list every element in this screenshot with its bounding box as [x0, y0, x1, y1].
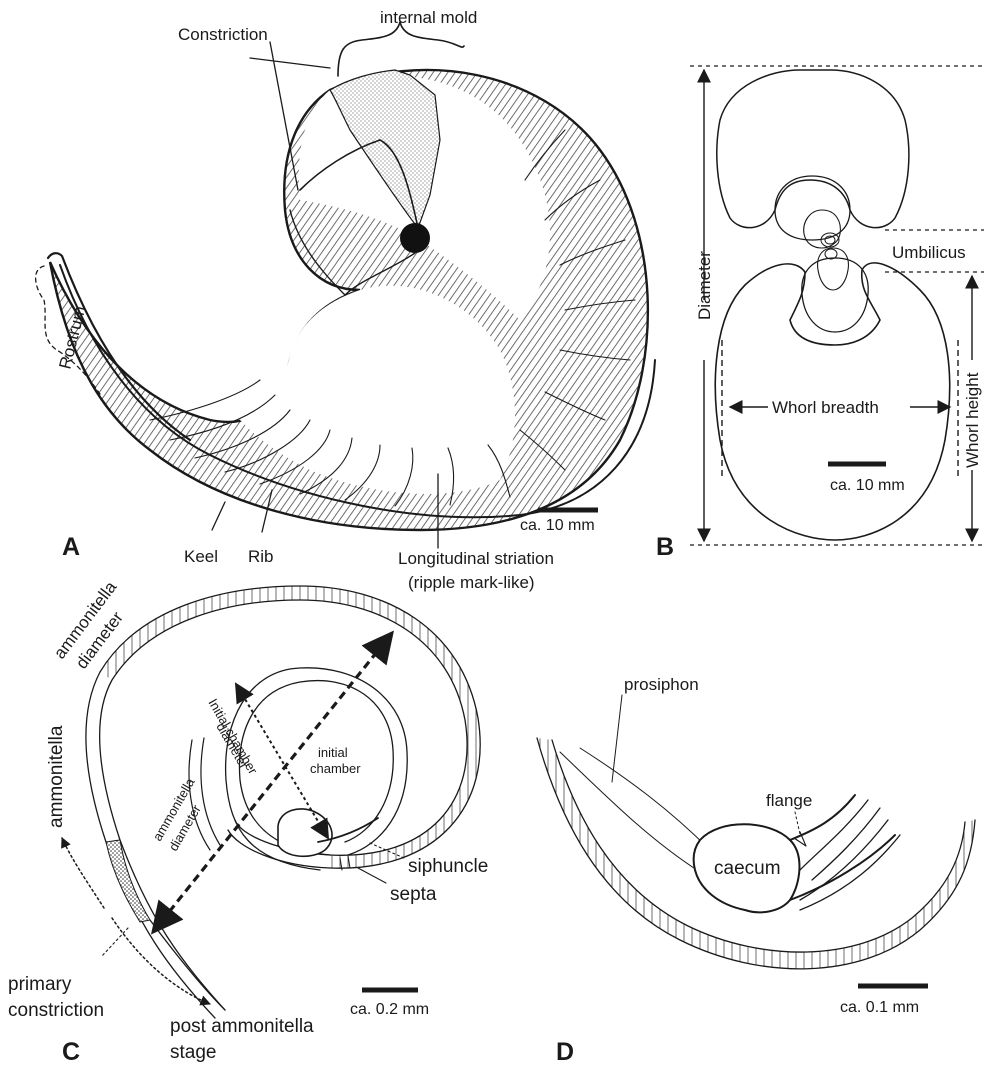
label-prosiphon: prosiphon [624, 675, 699, 694]
lower-inner-section [802, 258, 868, 332]
label-constriction: constriction [8, 1000, 104, 1021]
label-keel: Keel [184, 547, 218, 566]
ammonitella-curved-arrow [62, 838, 104, 908]
panel-letter-c: C [62, 1038, 80, 1066]
prosiphon-leader [612, 695, 622, 782]
upper-arc-2 [812, 808, 880, 880]
label-primary: primary [8, 974, 72, 995]
panel-c-ammonitella: ammonitella diameter ammonitella Initial… [8, 577, 488, 1066]
ammonitella-outer-wall-inner [86, 586, 480, 1018]
label-stage: stage [170, 1042, 216, 1063]
inner-arc-left [189, 740, 210, 850]
keel-leader [212, 502, 225, 530]
constriction-leader-c [102, 928, 128, 956]
label-rib: Rib [248, 547, 274, 566]
label-caecum: caecum [714, 858, 781, 879]
label-flange: flange [766, 791, 812, 810]
post-stage-curved-arrow [112, 918, 210, 1004]
label-ammonitella: ammonitella [46, 725, 67, 828]
label-scale-a: ca. 10 mm [520, 517, 595, 534]
label-siphuncle: siphuncle [408, 856, 488, 877]
label-scale-d: ca. 0.1 mm [840, 999, 919, 1016]
internal-mold-brace [338, 22, 464, 76]
upper-inner-section-2 [804, 210, 841, 248]
label-whorl-breadth: Whorl breadth [772, 398, 879, 417]
black-dot-icon [400, 223, 430, 253]
label-scale-c: ca. 0.2 mm [350, 1001, 429, 1018]
primary-constriction-zone [106, 840, 150, 922]
label-scale-b: ca. 10 mm [830, 477, 905, 494]
label-whorl-height: Whorl height [963, 372, 982, 468]
inner-arc-2 [800, 820, 888, 900]
label-initial-chamber-2: chamber [310, 761, 361, 776]
panel-b-cross-section: Diameter Umbilicus Whorl height Whorl br… [656, 66, 984, 561]
panel-d-caecum: prosiphon flange caecum ca. 0.1 mm D [537, 675, 975, 1066]
label-diameter: Diameter [695, 251, 714, 320]
upper-inner-section [775, 176, 850, 240]
prosiphon-sheet [560, 748, 710, 872]
flange-leader [795, 812, 800, 834]
inner-arc-left-2 [201, 738, 220, 845]
label-constriction: Constriction [178, 25, 268, 44]
upper-whorl-section [717, 70, 909, 228]
label-internal-mold: internal mold [380, 8, 477, 27]
septa-leader [358, 868, 386, 883]
inner-arc-1 [800, 835, 900, 910]
label-post-ammonitella: post ammonitella [170, 1016, 314, 1037]
label-ripple-mark: (ripple mark-like) [408, 573, 535, 592]
panel-letter-d: D [556, 1038, 574, 1066]
reference-lines [690, 66, 984, 545]
label-umbilicus: Umbilicus [892, 243, 966, 262]
panel-letter-b: B [656, 533, 674, 561]
label-septa: septa [390, 884, 437, 905]
panel-letter-a: A [62, 533, 80, 561]
panel-a-shell-drawing: internal mold Constriction Rostrum Keel … [36, 8, 655, 592]
label-longitudinal-striation: Longitudinal striation [398, 549, 554, 568]
label-initial-chamber-1: initial [318, 745, 348, 760]
lower-inner-section-2 [818, 248, 849, 290]
initial-chamber [278, 809, 332, 856]
ammonitella-outer-wall [100, 600, 468, 1010]
